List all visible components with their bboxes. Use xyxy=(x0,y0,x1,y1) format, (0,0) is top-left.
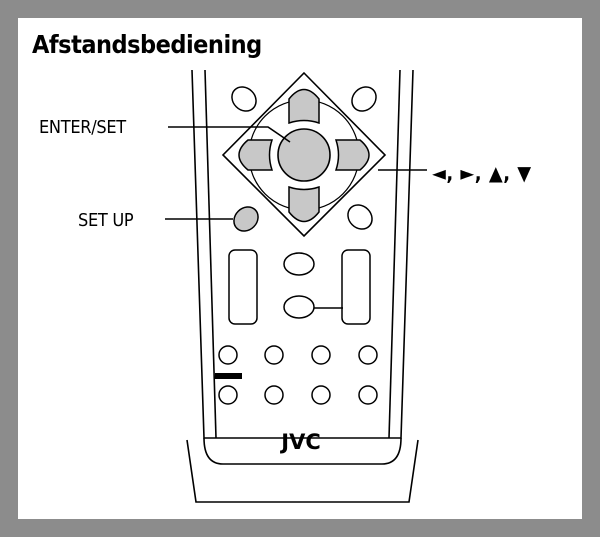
row1-button-4[interactable] xyxy=(358,345,378,365)
enter-set-callout-line xyxy=(168,126,291,143)
up-arrow-button[interactable] xyxy=(288,88,320,125)
dpad[interactable] xyxy=(221,71,387,238)
diagram-frame: Afstandsbediening xyxy=(18,18,582,519)
down-arrow-button[interactable] xyxy=(288,185,320,223)
top-right-button[interactable] xyxy=(347,82,381,116)
right-arrow-button[interactable] xyxy=(334,139,370,171)
remote-body xyxy=(186,69,419,503)
enter-set-label: ENTER/SET xyxy=(39,117,126,138)
row2-button-2[interactable] xyxy=(264,385,284,405)
page-title: Afstandsbediening xyxy=(32,30,262,59)
row2-button-1[interactable] xyxy=(218,385,238,405)
row1-button-3[interactable] xyxy=(311,345,331,365)
middle-upper-oval-button[interactable] xyxy=(283,252,315,276)
remote-control-illustration: JVC xyxy=(165,69,427,503)
left-tall-rocker[interactable] xyxy=(228,249,258,325)
set-up-button[interactable] xyxy=(229,202,263,236)
row2-button-3[interactable] xyxy=(311,385,331,405)
brand-logo: JVC xyxy=(279,430,320,454)
arrow-keys-label: ◄, ►, ▲, ▼ xyxy=(432,161,532,185)
top-left-button[interactable] xyxy=(227,82,261,116)
right-tall-rocker[interactable] xyxy=(341,249,371,325)
enter-set-button[interactable] xyxy=(277,128,331,182)
left-arrow-button[interactable] xyxy=(238,139,274,171)
row2-button-4[interactable] xyxy=(358,385,378,405)
bottom-right-button[interactable] xyxy=(343,200,377,234)
black-marker-bar xyxy=(215,373,242,379)
set-up-label: SET UP xyxy=(78,210,134,231)
middle-lower-oval-button[interactable] xyxy=(283,295,315,319)
row1-button-1[interactable] xyxy=(218,345,238,365)
row1-button-2[interactable] xyxy=(264,345,284,365)
